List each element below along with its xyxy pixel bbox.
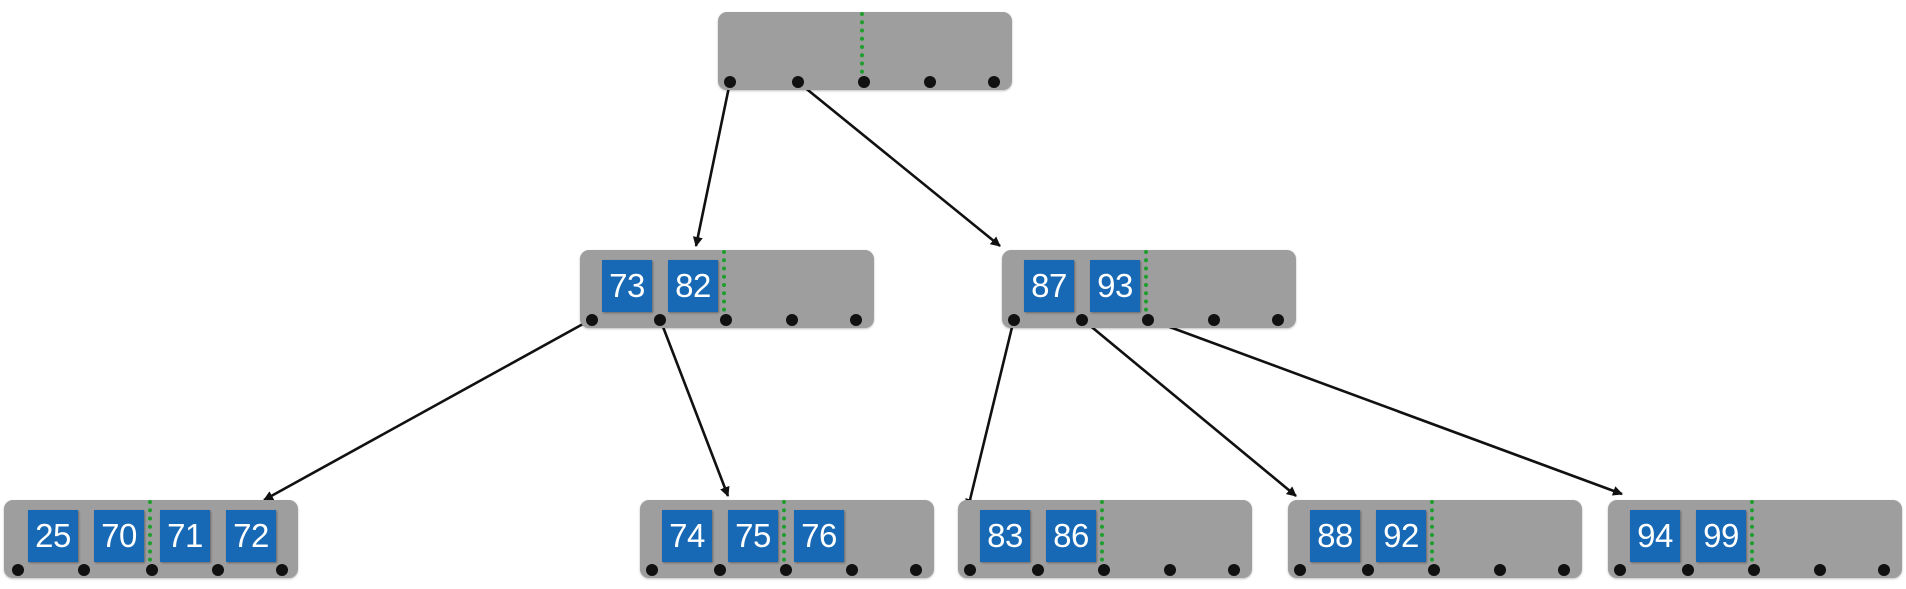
node-divider: [1100, 500, 1104, 570]
leaf-node-3: 83 86: [958, 500, 1252, 578]
pointer-dot: [1428, 564, 1440, 576]
pointer-dot: [1228, 564, 1240, 576]
key-box: 87: [1024, 260, 1074, 312]
pointer-dot: [910, 564, 922, 576]
key-box: 83: [980, 510, 1030, 562]
key-box: 25: [28, 510, 78, 562]
key-box: 92: [1376, 510, 1426, 562]
pointer-dot: [1878, 564, 1890, 576]
internal-node-left: 73 82: [580, 250, 874, 328]
pointer-dot: [1614, 564, 1626, 576]
pointer-dot: [724, 76, 736, 88]
leaf-node-1: 25 70 71 72: [4, 500, 298, 578]
pointer-dot: [1814, 564, 1826, 576]
pointer-dot: [646, 564, 658, 576]
node-divider: [722, 250, 726, 320]
pointer-dot: [924, 76, 936, 88]
pointer-dot: [720, 314, 732, 326]
edge-right-to-leaf-3: [965, 318, 1016, 509]
edge-right-to-leaf-5: [1147, 317, 1623, 496]
pointer-dot: [654, 314, 666, 326]
key-box: 74: [662, 510, 712, 562]
pointer-dot: [1748, 564, 1760, 576]
pointer-dot: [1208, 314, 1220, 326]
pointer-dot: [786, 314, 798, 326]
leaf-node-4: 88 92: [1288, 500, 1582, 578]
node-divider: [1750, 500, 1754, 570]
key-box: 70: [94, 510, 144, 562]
pointer-dot: [1558, 564, 1570, 576]
pointer-dot: [1008, 314, 1020, 326]
pointer-dot: [846, 564, 858, 576]
pointer-dot: [858, 76, 870, 88]
pointer-dot: [792, 76, 804, 88]
pointer-dot: [276, 564, 288, 576]
node-divider: [860, 12, 864, 82]
key-box: 82: [668, 260, 718, 312]
pointer-dot: [1362, 564, 1374, 576]
internal-node-right: 87 93: [1002, 250, 1296, 328]
edge-root-to-right: [797, 80, 1001, 248]
pointer-dot: [850, 314, 862, 326]
key-box: 71: [160, 510, 210, 562]
pointer-dot: [1294, 564, 1306, 576]
key-box: 99: [1696, 510, 1746, 562]
key-box: 94: [1630, 510, 1680, 562]
key-box: 88: [1310, 510, 1360, 562]
key-box: 72: [226, 510, 276, 562]
key-box: 76: [794, 510, 844, 562]
pointer-dot: [78, 564, 90, 576]
pointer-dot: [1682, 564, 1694, 576]
pointer-dot: [146, 564, 158, 576]
pointer-dot: [212, 564, 224, 576]
pointer-dot: [1032, 564, 1044, 576]
pointer-dot: [714, 564, 726, 576]
pointer-dot: [1142, 314, 1154, 326]
node-divider: [148, 500, 152, 570]
key-box: 75: [728, 510, 778, 562]
key-box: 93: [1090, 260, 1140, 312]
node-divider: [1430, 500, 1434, 570]
leaf-node-2: 74 75 76: [640, 500, 934, 578]
edge-right-to-leaf-4: [1081, 317, 1297, 498]
pointer-dot: [1272, 314, 1284, 326]
pointer-dot: [1098, 564, 1110, 576]
edge-left-to-leaf-2: [658, 318, 730, 497]
edge-left-to-leaf-1: [263, 317, 593, 502]
node-divider: [782, 500, 786, 570]
edge-root-to-left: [692, 81, 732, 247]
pointer-dot: [1164, 564, 1176, 576]
pointer-dot: [988, 76, 1000, 88]
pointer-dot: [1076, 314, 1088, 326]
leaf-node-5: 94 99: [1608, 500, 1902, 578]
root-node: [718, 12, 1012, 90]
key-box: 86: [1046, 510, 1096, 562]
key-box: 73: [602, 260, 652, 312]
pointer-dot: [780, 564, 792, 576]
node-divider: [1144, 250, 1148, 320]
pointer-dot: [964, 564, 976, 576]
pointer-dot: [1494, 564, 1506, 576]
pointer-dot: [586, 314, 598, 326]
pointer-dot: [12, 564, 24, 576]
